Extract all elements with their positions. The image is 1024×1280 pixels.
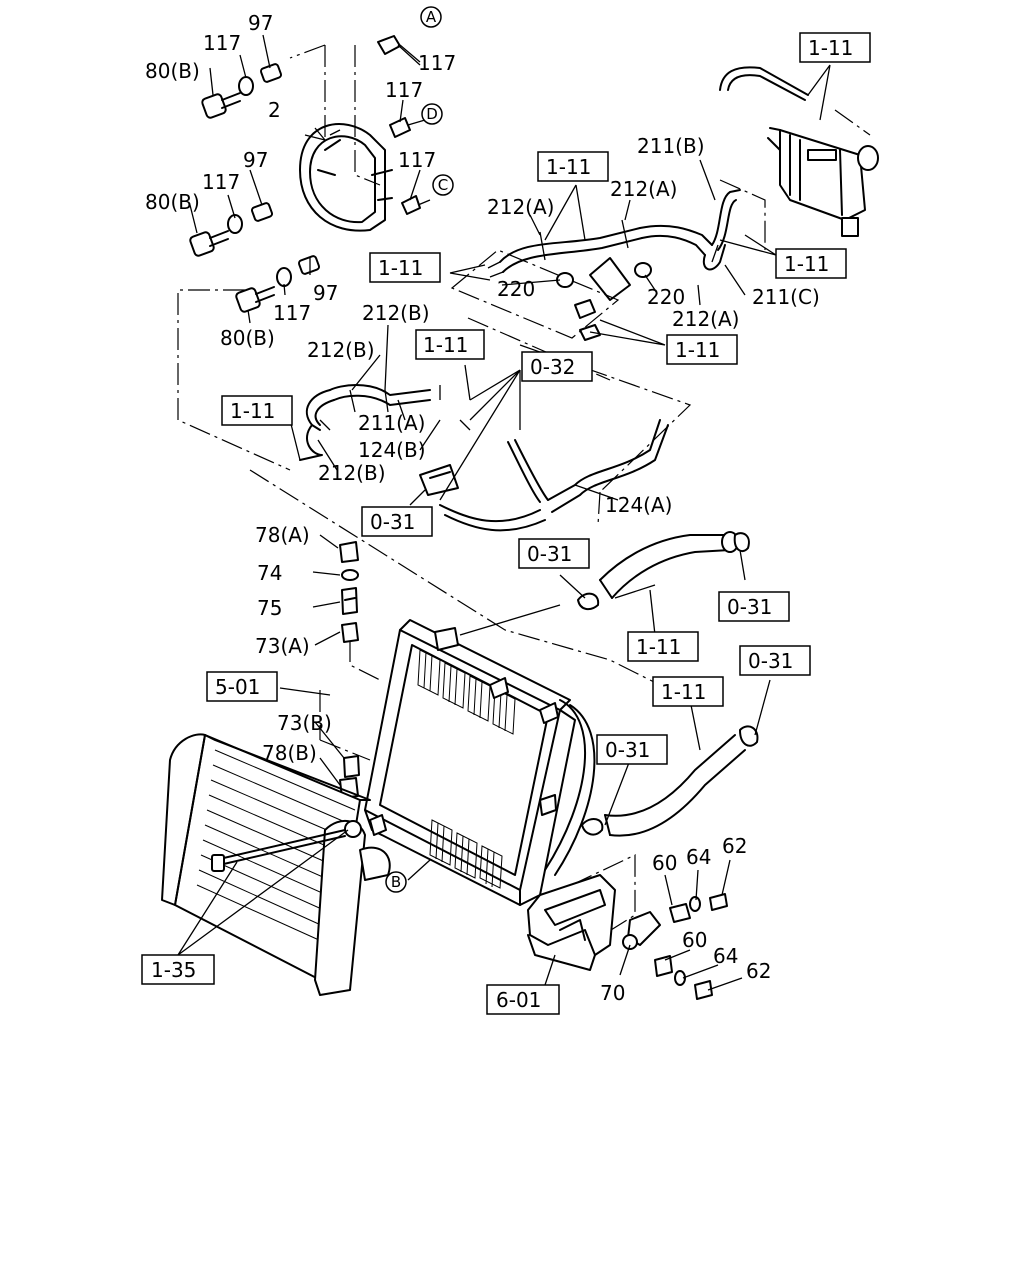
label-211a: 211(A) [358,411,425,435]
leader-lines [177,34,831,991]
label-70: 70 [600,981,625,1005]
label-80b-top: 80(B) [145,59,200,83]
label-64-lower: 64 [713,944,738,968]
ref-box-5-01: 5-01 [215,675,260,699]
circle-ref-c: C [438,176,448,194]
ref-box-1-35: 1-35 [151,958,196,982]
fan-shroud [299,123,393,232]
ref-box-1-11-left: 1-11 [378,256,423,280]
label-212a-center: 212(A) [610,177,677,201]
circle-ref-b: B [391,873,401,891]
label-117-middle: 117 [202,170,240,194]
label-212b-left: 212(B) [307,338,375,362]
mount-fittings [339,541,360,799]
reservoir-tank [719,66,879,237]
label-117-top-left: 117 [203,31,241,55]
ref-box-0-31-clamp-left: 0-31 [527,542,572,566]
label-74: 74 [257,561,282,585]
label-60-lower: 60 [682,928,707,952]
ref-box-6-01: 6-01 [496,988,541,1012]
ref-box-1-11-lower-hose: 1-11 [661,680,706,704]
ref-box-0-32: 0-32 [530,355,575,379]
ref-box-1-11-upper-hose: 1-11 [636,635,681,659]
ref-box-1-11-mid-left: 1-11 [230,399,275,423]
label-62-lower: 62 [746,959,771,983]
label-124b: 124(B) [358,438,426,462]
label-75: 75 [257,596,282,620]
label-117-c-side: 117 [398,148,436,172]
shroud-fasteners [189,35,431,313]
ref-box-1-11-right: 1-11 [784,252,829,276]
radiator-hoses [577,531,759,837]
label-117-lower: 117 [273,301,311,325]
reference-boxes: 1-11 1-11 1-11 1-11 1-11 1-11 1-11 1-11 … [141,32,871,1015]
label-211b: 211(B) [637,134,705,158]
label-73b: 73(B) [277,711,332,735]
label-64-upper: 64 [686,845,711,869]
label-78b: 78(B) [262,741,317,765]
part-number-labels: 97 117 80(B) 2 117 117 97 117 117 80(B) … [145,11,820,1005]
ref-box-0-31-lower-clamp-left: 0-31 [605,738,650,762]
label-60-upper: 60 [652,851,677,875]
label-220-right: 220 [647,285,685,309]
radiator-fins [417,649,516,889]
label-80b-lower: 80(B) [220,326,275,350]
label-97-top: 97 [248,11,273,35]
label-211c: 211(C) [752,285,820,309]
circle-ref-d: D [426,105,438,123]
circled-connection-refs: A D C B [385,6,454,893]
label-2-shroud: 2 [268,98,281,122]
circle-ref-a: A [426,8,437,26]
ref-box-1-11-lower-right: 1-11 [675,338,720,362]
label-212a-left: 212(A) [487,195,554,219]
radiator-support-bracket [527,874,728,1000]
upper-hoses [487,189,741,341]
label-212b-top: 212(B) [362,301,430,325]
label-212a-right: 212(A) [672,307,739,331]
label-73a: 73(A) [255,634,310,658]
label-78a: 78(A) [255,523,310,547]
ref-box-1-11-upper: 1-11 [546,155,591,179]
label-212b-bottom: 212(B) [318,461,386,485]
ref-box-1-11-tank: 1-11 [808,36,853,60]
label-97-middle: 97 [243,148,268,172]
radiator-assembly [364,619,596,906]
ref-box-0-31-lower-clamp-right: 0-31 [748,649,793,673]
label-80b-middle: 80(B) [145,190,200,214]
label-62-upper: 62 [722,834,747,858]
label-117-d-side: 117 [385,78,423,102]
assembly-outline-lines [177,44,871,941]
ref-box-0-31-thermostat: 0-31 [370,510,415,534]
label-220-left: 220 [497,277,535,301]
label-97-lower: 97 [313,281,338,305]
ref-box-0-31-clamp-right: 0-31 [727,595,772,619]
label-117-a-side: 117 [418,51,456,75]
intercooler-fins [196,749,356,946]
ref-box-1-11-mid: 1-11 [423,333,468,357]
middle-hoses [299,364,669,532]
label-124a: 124(A) [605,493,672,517]
